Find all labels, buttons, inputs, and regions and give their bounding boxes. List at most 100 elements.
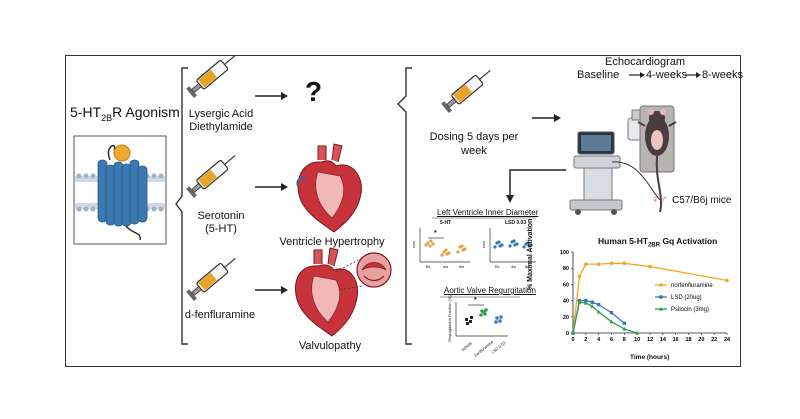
point-norfenfluramine: [596, 262, 601, 266]
point-lsd-20ug: [590, 300, 594, 304]
avr-points-vehicle: [465, 316, 473, 325]
point-norfenfluramine: [622, 261, 627, 266]
figure-frame: [65, 55, 741, 367]
agonist-ligand: [113, 144, 131, 162]
chart-x-tick-label: 10: [634, 337, 640, 343]
receptor-illustration: [73, 135, 167, 245]
point-lsd-20ug: [622, 321, 627, 325]
chart-x-tick-label: 14: [660, 337, 667, 343]
legend-label-norfenfluramine: norfenfluramine: [671, 283, 713, 289]
timeline-baseline: Baseline: [577, 69, 620, 81]
avr-y-label: Regurgitation Fraction (%): [446, 295, 452, 342]
lvid-tick-8w-left: 8w: [459, 264, 465, 269]
lvid-sig-marker: *: [434, 230, 437, 237]
chart-x-tick-label: 16: [673, 337, 679, 343]
lvid-title: Left Ventricle Inner Diameter: [437, 208, 539, 217]
outcome-ventricle-hypertrophy: Ventricle Hypertrophy: [279, 236, 385, 248]
chart-x-tick-label: 0: [571, 337, 574, 343]
timeline-4-weeks: 4-weeks: [646, 69, 687, 81]
valve-zoom-inset: [356, 252, 392, 288]
legend-label-lsd-20ug: LSD (20ug): [671, 295, 702, 301]
point-norfenfluramine: [648, 264, 652, 269]
dosing-to-echo-arrow: [532, 114, 561, 122]
lvid-tick-4w-left: 4w: [443, 264, 449, 269]
chart-x-tick-label: 24: [724, 337, 731, 343]
point-norfenfluramine: [577, 274, 582, 279]
chart-y-tick-label: 20: [563, 315, 569, 321]
lvid-y-unit-left: mm: [410, 241, 416, 248]
chart-x-axis-label: Time (hours): [630, 354, 670, 361]
drug-label-serotonin: Serotonin(5-HT): [197, 210, 245, 235]
series-line-psilocin-3mg: [572, 301, 638, 334]
point-psilocin-3mg: [583, 300, 588, 305]
avr-points-fenfluramine: [479, 308, 488, 317]
legend-marker-lsd-20ug: [659, 295, 663, 299]
chart-x-tick-label: 20: [698, 337, 704, 343]
outcome-unknown-mark: ?: [305, 76, 323, 107]
timeline-8-weeks: 8-weeks: [702, 69, 743, 81]
chart-y-tick-label: 100: [560, 250, 569, 256]
chart-x-tick-label: 12: [647, 337, 653, 343]
hypertrophic-heart-icon: [296, 143, 362, 233]
lvid-points-lsd: [493, 239, 533, 249]
lvid-tick-4w-right: 4w: [511, 264, 517, 269]
point-psilocin-3mg: [596, 309, 601, 314]
right-bracket: [397, 67, 412, 345]
syringe-dosing-icon: [441, 69, 491, 113]
left-bracket: [175, 67, 188, 345]
point-psilocin-3mg: [609, 319, 614, 324]
drug-outcome-arrows: [255, 92, 288, 294]
lvid-subtitle-5ht: 5-HT: [440, 220, 452, 226]
series-line-norfenfluramine: [572, 262, 728, 334]
point-lsd-20ug: [609, 311, 614, 315]
chart-x-tick-label: 6: [610, 337, 613, 343]
chart-y-tick-label: 60: [563, 282, 569, 288]
point-psilocin-3mg: [622, 326, 627, 331]
point-lsd-20ug: [584, 298, 588, 303]
gpcr-receptor: [97, 159, 148, 227]
chart-x-tick-label: 8: [623, 337, 626, 343]
chart-y-tick-label: 0: [566, 331, 569, 337]
valvulopathy-heart-icon: [294, 247, 392, 337]
chart-x-tick-label: 22: [711, 337, 717, 343]
receptor-title: 5-HT2BR Agonism: [70, 104, 180, 123]
outcome-valvulopathy: Valvulopathy: [298, 340, 362, 352]
echo-title: Echocardiogram: [605, 56, 686, 68]
chart-x-tick-label: 2: [584, 337, 587, 343]
echo-to-results-arrow: [506, 169, 566, 203]
sex-symbols: ♀♂: [651, 194, 668, 206]
lvid-subtitle-lsd: LSD 0.03: [505, 220, 527, 226]
receptor-c-terminus: [125, 225, 141, 241]
lvid-points-5ht: [424, 239, 467, 257]
chart-y-tick-label: 40: [563, 299, 569, 305]
avr-panel: [440, 296, 520, 337]
membrane-lipid-heads: [76, 173, 164, 212]
point-norfenfluramine: [609, 261, 614, 266]
syringe-serotonin-icon: [186, 154, 236, 198]
mouse-on-board-icon: [637, 105, 677, 213]
lvid-tick-bl-left: BL: [426, 264, 431, 269]
point-lsd-20ug: [596, 302, 601, 307]
chart-y-tick-label: 80: [563, 266, 569, 272]
lvid-y-unit-right: mm: [480, 241, 486, 248]
chart-y-axis-label: % Maximal Activation: [527, 218, 534, 290]
legend-marker-psilocin-3mg: [659, 306, 663, 311]
chart-x-tick-label: 4: [597, 337, 601, 343]
drug-label-fenfluramine: d-fenfluramine: [184, 309, 256, 321]
point-psilocin-3mg: [635, 330, 640, 335]
timeline-arrows: [629, 72, 701, 78]
avr-title: Aortic Valve Regurgitation: [444, 286, 536, 295]
chart-x-tick-label: 18: [685, 337, 691, 343]
point-norfenfluramine: [584, 262, 588, 266]
syringe-lsd-icon: [186, 54, 236, 98]
lvid-tick-8w-right: 8w: [525, 264, 531, 269]
syringe-fenfluramine-icon: [186, 257, 236, 301]
legend-label-psilocin-3mg: Psilocin (3mg): [671, 307, 709, 313]
point-psilocin-3mg: [590, 304, 595, 308]
avr-sig-marker: *: [474, 297, 477, 304]
